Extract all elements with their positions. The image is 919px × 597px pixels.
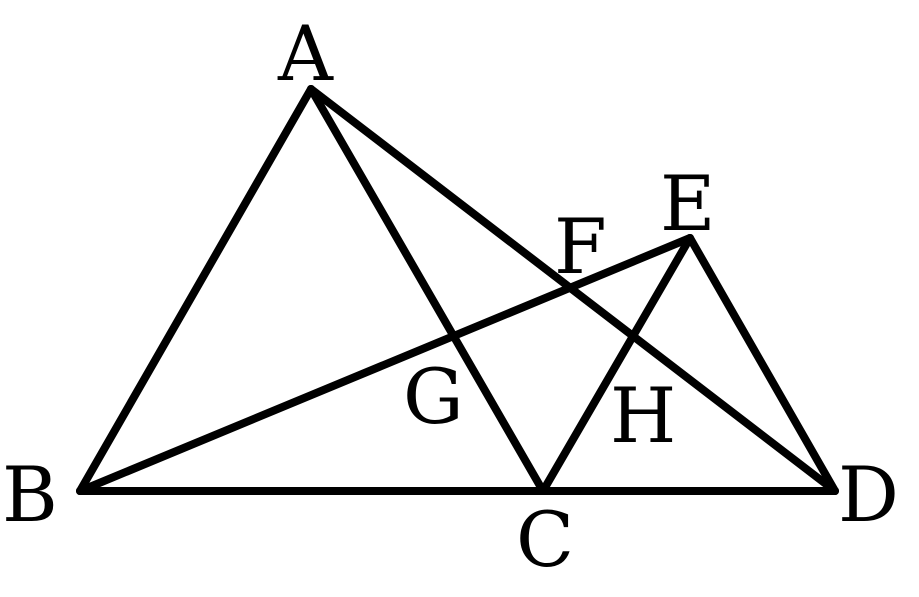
segment-AC [307, 85, 547, 495]
label-C: C [516, 495, 574, 584]
label-D: D [838, 450, 899, 539]
segments-group [76, 85, 839, 495]
label-H: H [610, 371, 676, 460]
labels-group: A B C D E F G H [2, 9, 899, 584]
label-B: B [2, 450, 58, 539]
label-F: F [554, 202, 607, 291]
segment-ED [686, 234, 839, 495]
label-A: A [277, 9, 334, 98]
segment-CE [539, 234, 694, 495]
label-E: E [660, 159, 715, 248]
segment-BE [76, 234, 694, 495]
label-G: G [403, 352, 464, 441]
segment-AB [76, 85, 315, 495]
